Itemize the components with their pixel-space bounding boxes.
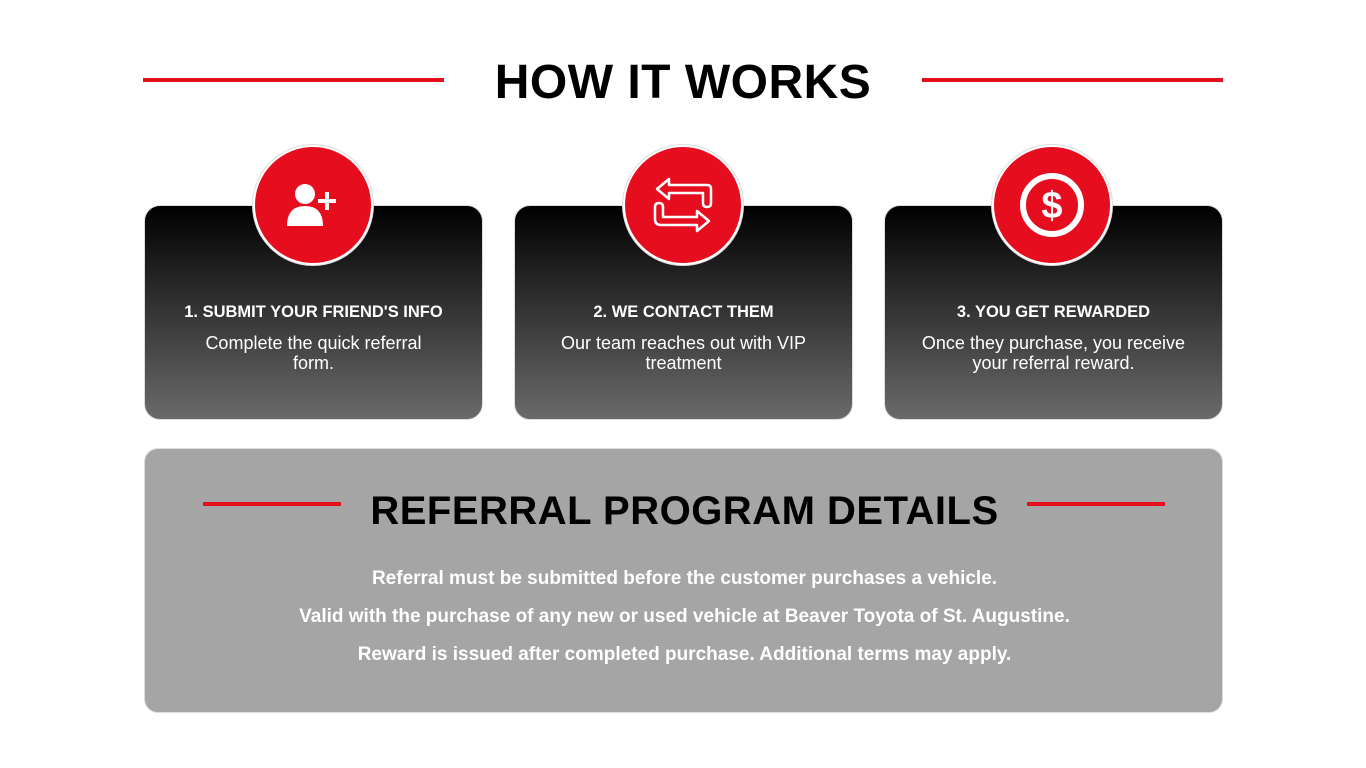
details-title: REFERRAL PROGRAM DETAILS bbox=[370, 489, 999, 533]
user-plus-icon bbox=[287, 184, 336, 226]
step-title: 2. WE CONTACT THEM bbox=[593, 303, 774, 321]
svg-text:$: $ bbox=[1041, 185, 1062, 227]
details-line-1: Referral must be submitted before the cu… bbox=[371, 568, 998, 589]
exchange-arrows-icon bbox=[653, 177, 713, 233]
title-line-left bbox=[143, 78, 444, 82]
step-icon-circle-1 bbox=[253, 145, 373, 265]
step-desc: Our team reaches out with VIP treatment bbox=[560, 333, 807, 373]
details-line-left bbox=[203, 502, 341, 506]
step-desc: Complete the quick referral form. bbox=[205, 333, 422, 373]
step-icon-circle-3: $ bbox=[992, 145, 1112, 265]
step-title: 3. YOU GET REWARDED bbox=[956, 303, 1151, 321]
details-line-3: Reward is issued after completed purchas… bbox=[357, 644, 1012, 665]
referral-details-panel: REFERRAL PROGRAM DETAILS Referral must b… bbox=[144, 448, 1223, 713]
step-title: 1. SUBMIT YOUR FRIEND'S INFO bbox=[184, 303, 443, 321]
details-line-2: Valid with the purchase of any new or us… bbox=[299, 606, 1070, 627]
step-desc: Once they purchase, you receive your ref… bbox=[921, 333, 1186, 373]
page-title: HOW IT WORKS bbox=[494, 56, 872, 109]
dollar-icon: $ bbox=[1020, 173, 1084, 237]
details-line-right bbox=[1027, 502, 1165, 506]
title-line-right bbox=[922, 78, 1223, 82]
step-icon-circle-2 bbox=[623, 145, 743, 265]
